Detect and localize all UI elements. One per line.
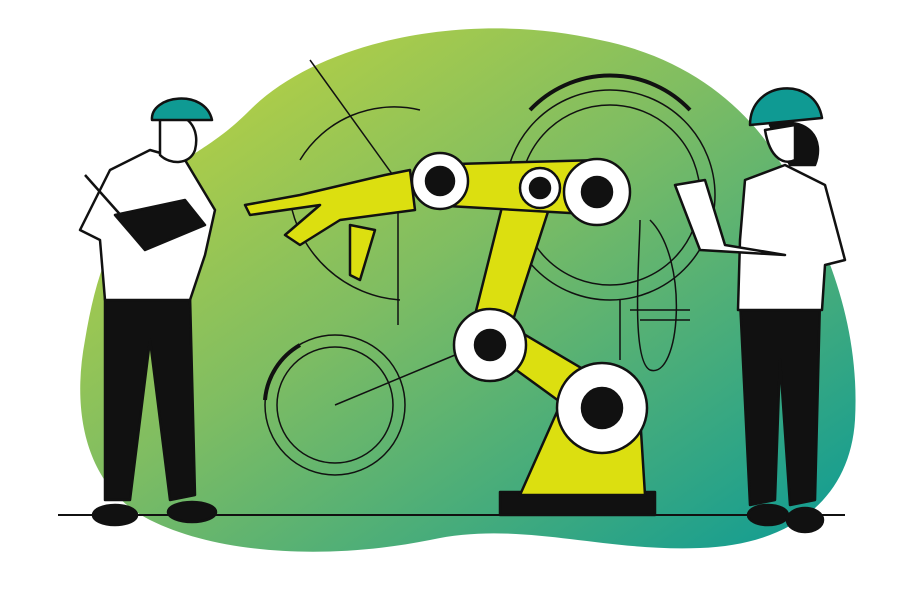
tablet: [113, 198, 207, 252]
legs: [103, 293, 197, 502]
background-blob: [80, 28, 856, 552]
shirt: [736, 163, 847, 312]
robot-base: [498, 490, 657, 517]
robot-arm: [243, 151, 657, 517]
robot-hand: [243, 168, 417, 247]
legs: [738, 298, 822, 507]
helmet-icon: [748, 87, 824, 127]
face: [158, 112, 198, 164]
engineer-left: [78, 97, 218, 527]
laptop: [673, 178, 787, 257]
helmet-icon: [150, 97, 214, 122]
engineer-right: [673, 87, 847, 534]
face: [763, 123, 797, 163]
